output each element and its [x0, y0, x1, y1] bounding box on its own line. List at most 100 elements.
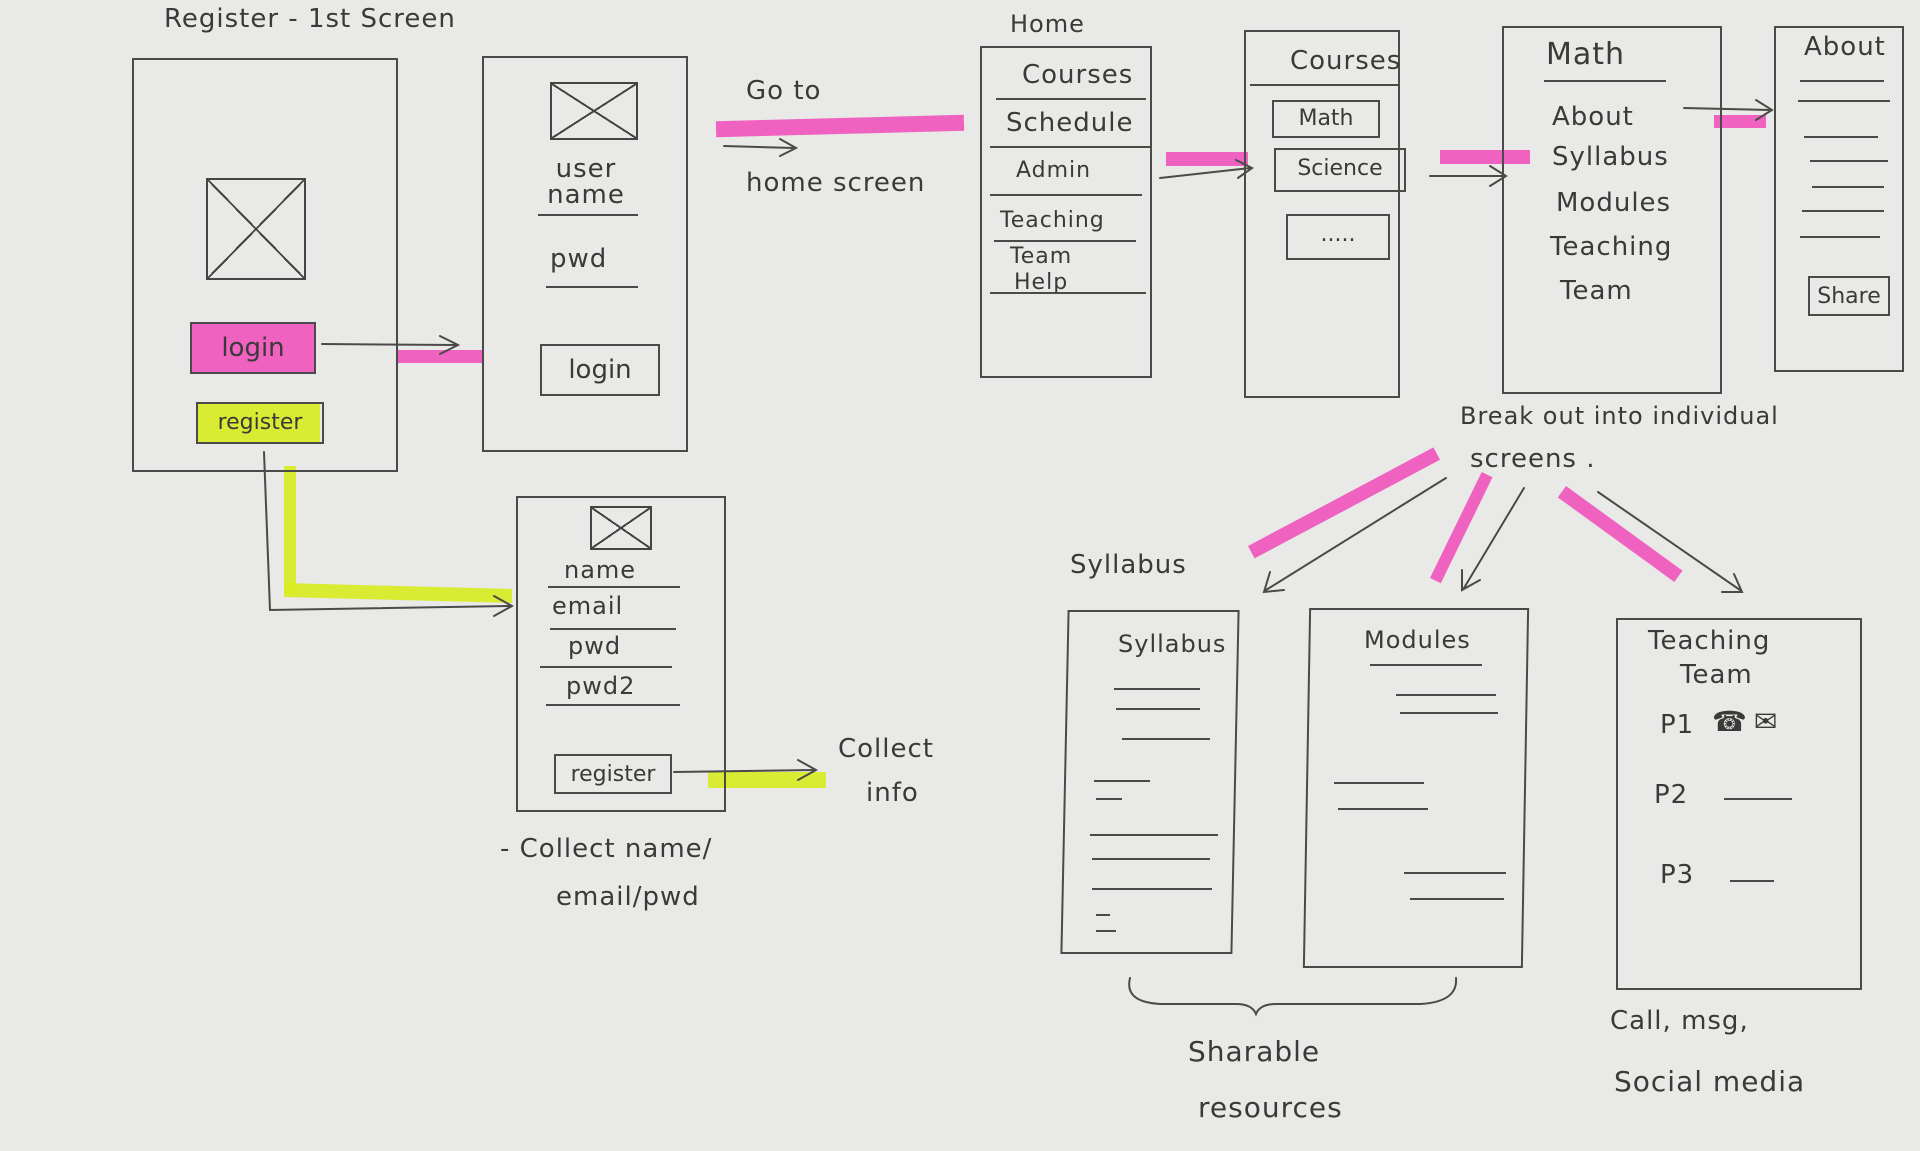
- signup-pwd2-underline: [546, 704, 680, 706]
- teaching-team-person-1[interactable]: P1: [1660, 710, 1695, 740]
- modules-title: Modules: [1364, 626, 1471, 654]
- courses-screen-frame: [1244, 30, 1400, 398]
- login-highlight: [190, 322, 316, 374]
- collect-fields-line1: - Collect name/: [500, 834, 713, 864]
- break-out-highlight-left: [1248, 447, 1440, 559]
- about-text-line-7: [1800, 236, 1880, 238]
- teaching-team-person-3[interactable]: P3: [1660, 860, 1695, 890]
- register-first-screen-title: Register - 1st Screen: [164, 4, 456, 34]
- about-text-line-3: [1804, 136, 1878, 138]
- about-screen-frame: [1774, 26, 1904, 372]
- math-item-teaching[interactable]: Teaching: [1550, 232, 1673, 262]
- courses-item-science[interactable]: Science: [1274, 148, 1406, 192]
- sharable-brace: [1128, 977, 1458, 1017]
- sharable-line2: resources: [1198, 1091, 1343, 1124]
- break-out-highlight-middle: [1430, 471, 1493, 584]
- home-connector-highlight: [715, 114, 965, 138]
- about-text-line-6: [1802, 210, 1884, 212]
- login-screen-frame: [482, 56, 688, 452]
- home-item-schedule[interactable]: Schedule: [1006, 108, 1134, 138]
- person-3-line: [1730, 880, 1774, 882]
- courses-item-math[interactable]: Math: [1272, 100, 1380, 138]
- collect-info-line1: Collect: [838, 734, 934, 764]
- math-item-team[interactable]: Team: [1560, 276, 1633, 306]
- home-help-underline: [990, 292, 1146, 294]
- contact-line1: Call, msg,: [1610, 1006, 1749, 1036]
- signup-name-underline: [548, 586, 680, 588]
- syllabus-line-6: [1090, 834, 1218, 836]
- home-item-admin[interactable]: Admin: [1016, 158, 1092, 183]
- login-username-underline: [538, 214, 638, 216]
- message-icon[interactable]: ✉: [1754, 705, 1779, 738]
- modules-line-1: [1396, 694, 1496, 696]
- person-2-line: [1724, 798, 1792, 800]
- home-schedule-underline: [990, 146, 1150, 148]
- signup-field-pwd2: pwd2: [566, 672, 636, 700]
- syllabus-line-1: [1114, 688, 1200, 690]
- syllabus-line-8: [1092, 888, 1212, 890]
- syllabus-title: Syllabus: [1118, 630, 1227, 658]
- math-title-underline: [1544, 80, 1666, 82]
- signup-field-name: name: [564, 556, 637, 584]
- signup-screen-frame: [516, 496, 726, 812]
- teaching-team-person-2[interactable]: P2: [1654, 780, 1689, 810]
- modules-line-6: [1410, 898, 1504, 900]
- login-screen-login-button[interactable]: login: [540, 344, 660, 396]
- syllabus-line-9: [1096, 914, 1110, 916]
- home-item-team[interactable]: Team: [1010, 244, 1073, 269]
- modules-line-3: [1334, 782, 1424, 784]
- login-password-label: pwd: [550, 244, 608, 274]
- signup-logo-placeholder: [590, 506, 652, 550]
- modules-line-4: [1338, 808, 1428, 810]
- math-item-modules[interactable]: Modules: [1556, 188, 1672, 218]
- courses-to-math-arrow: [1429, 165, 1508, 187]
- home-screen-frame: [980, 46, 1152, 378]
- break-out-line2: screens .: [1470, 444, 1596, 474]
- about-text-line-1: [1800, 80, 1884, 82]
- syllabus-line-10: [1096, 930, 1116, 932]
- phone-icon[interactable]: ☎: [1712, 705, 1748, 738]
- about-text-line-2: [1798, 100, 1890, 102]
- courses-title-underline: [1250, 84, 1398, 86]
- syllabus-line-7: [1092, 858, 1210, 860]
- about-share-button[interactable]: Share: [1808, 276, 1890, 316]
- collect-info-line2: info: [866, 778, 919, 808]
- signup-field-email: email: [552, 592, 624, 620]
- syllabus-line-4: [1094, 780, 1150, 782]
- home-courses-underline: [996, 98, 1146, 100]
- syllabus-screen-frame: [1060, 610, 1240, 954]
- home-item-teaching[interactable]: Teaching: [1000, 208, 1105, 233]
- login-username-label: user name: [547, 154, 625, 210]
- home-item-help[interactable]: Help: [1014, 270, 1069, 295]
- break-out-highlight-right: [1557, 486, 1683, 582]
- courses-item-more[interactable]: .....: [1286, 214, 1390, 260]
- syllabus-annotation: Syllabus: [1070, 550, 1187, 580]
- modules-screen-frame: [1302, 608, 1530, 968]
- home-screen-label: home screen: [746, 168, 926, 198]
- home-teaching-underline: [994, 240, 1136, 242]
- register-screen-login-button[interactable]: login: [190, 322, 316, 374]
- home-admin-underline: [990, 194, 1142, 196]
- collect-fields-line2: email/pwd: [556, 882, 700, 912]
- register-screen-register-button[interactable]: register: [196, 402, 324, 444]
- math-item-about[interactable]: About: [1552, 102, 1634, 132]
- signup-field-pwd: pwd: [568, 632, 622, 660]
- signup-register-button[interactable]: register: [554, 754, 672, 794]
- about-text-line-5: [1812, 186, 1884, 188]
- register-logo-placeholder: [206, 178, 306, 280]
- register-flow-highlight-vertical: [284, 466, 296, 594]
- syllabus-line-2: [1116, 708, 1200, 710]
- about-text-line-4: [1810, 160, 1888, 162]
- syllabus-line-5: [1096, 798, 1122, 800]
- teaching-team-screen-frame: [1616, 618, 1862, 990]
- home-item-courses[interactable]: Courses: [1022, 60, 1134, 90]
- signup-pwd-underline: [540, 666, 672, 668]
- math-item-syllabus[interactable]: Syllabus: [1552, 142, 1669, 172]
- about-title: About: [1804, 32, 1886, 62]
- courses-title: Courses: [1290, 46, 1402, 76]
- register-flow-highlight-horizontal: [283, 583, 513, 603]
- math-screen-frame: [1502, 26, 1722, 394]
- home-title: Home: [1010, 10, 1085, 38]
- modules-title-underline: [1370, 664, 1482, 666]
